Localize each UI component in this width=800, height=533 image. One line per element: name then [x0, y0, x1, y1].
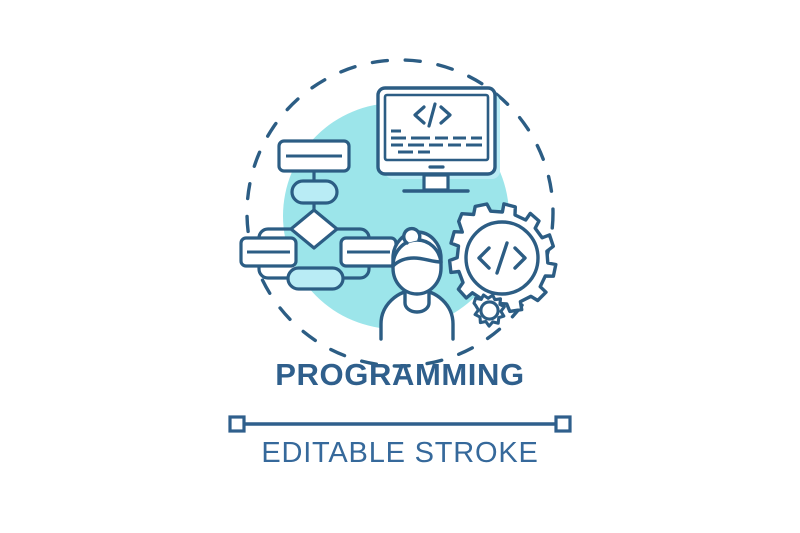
rule-handle-right[interactable]	[554, 415, 572, 433]
editable-stroke-rule	[228, 415, 572, 433]
monitor-code-lines	[391, 129, 482, 154]
code-tag-glyph	[413, 102, 452, 128]
flow-connector-left-bottom	[257, 264, 290, 280]
rule-handle-left[interactable]	[228, 415, 246, 433]
monitor-screen	[383, 93, 490, 162]
small-gear-inner-circle	[479, 300, 500, 321]
gear-code-glyph	[477, 241, 527, 275]
flowchart-diagram	[239, 139, 398, 291]
monitor-with-code	[376, 86, 500, 193]
page-subtitle: EDITABLE STROKE	[261, 437, 539, 469]
caption-block: PROGRAMMING	[0, 357, 800, 392]
page-title: PROGRAMMING	[275, 357, 525, 392]
flow-node-bottom-pill	[286, 266, 345, 291]
avatar-neck	[403, 290, 431, 314]
flow-connector-right-bottom	[340, 264, 371, 280]
avatar-hair	[391, 238, 443, 268]
avatar-hair-bun	[402, 226, 422, 245]
monitor-stand-neck	[422, 173, 450, 192]
programmer-avatar	[379, 226, 455, 341]
flow-node-diamond	[289, 208, 339, 250]
small-gear	[472, 293, 506, 328]
gear-with-code-glyph	[447, 202, 558, 314]
dashed-circle-outline	[245, 58, 555, 368]
flow-node-pill	[290, 179, 339, 205]
